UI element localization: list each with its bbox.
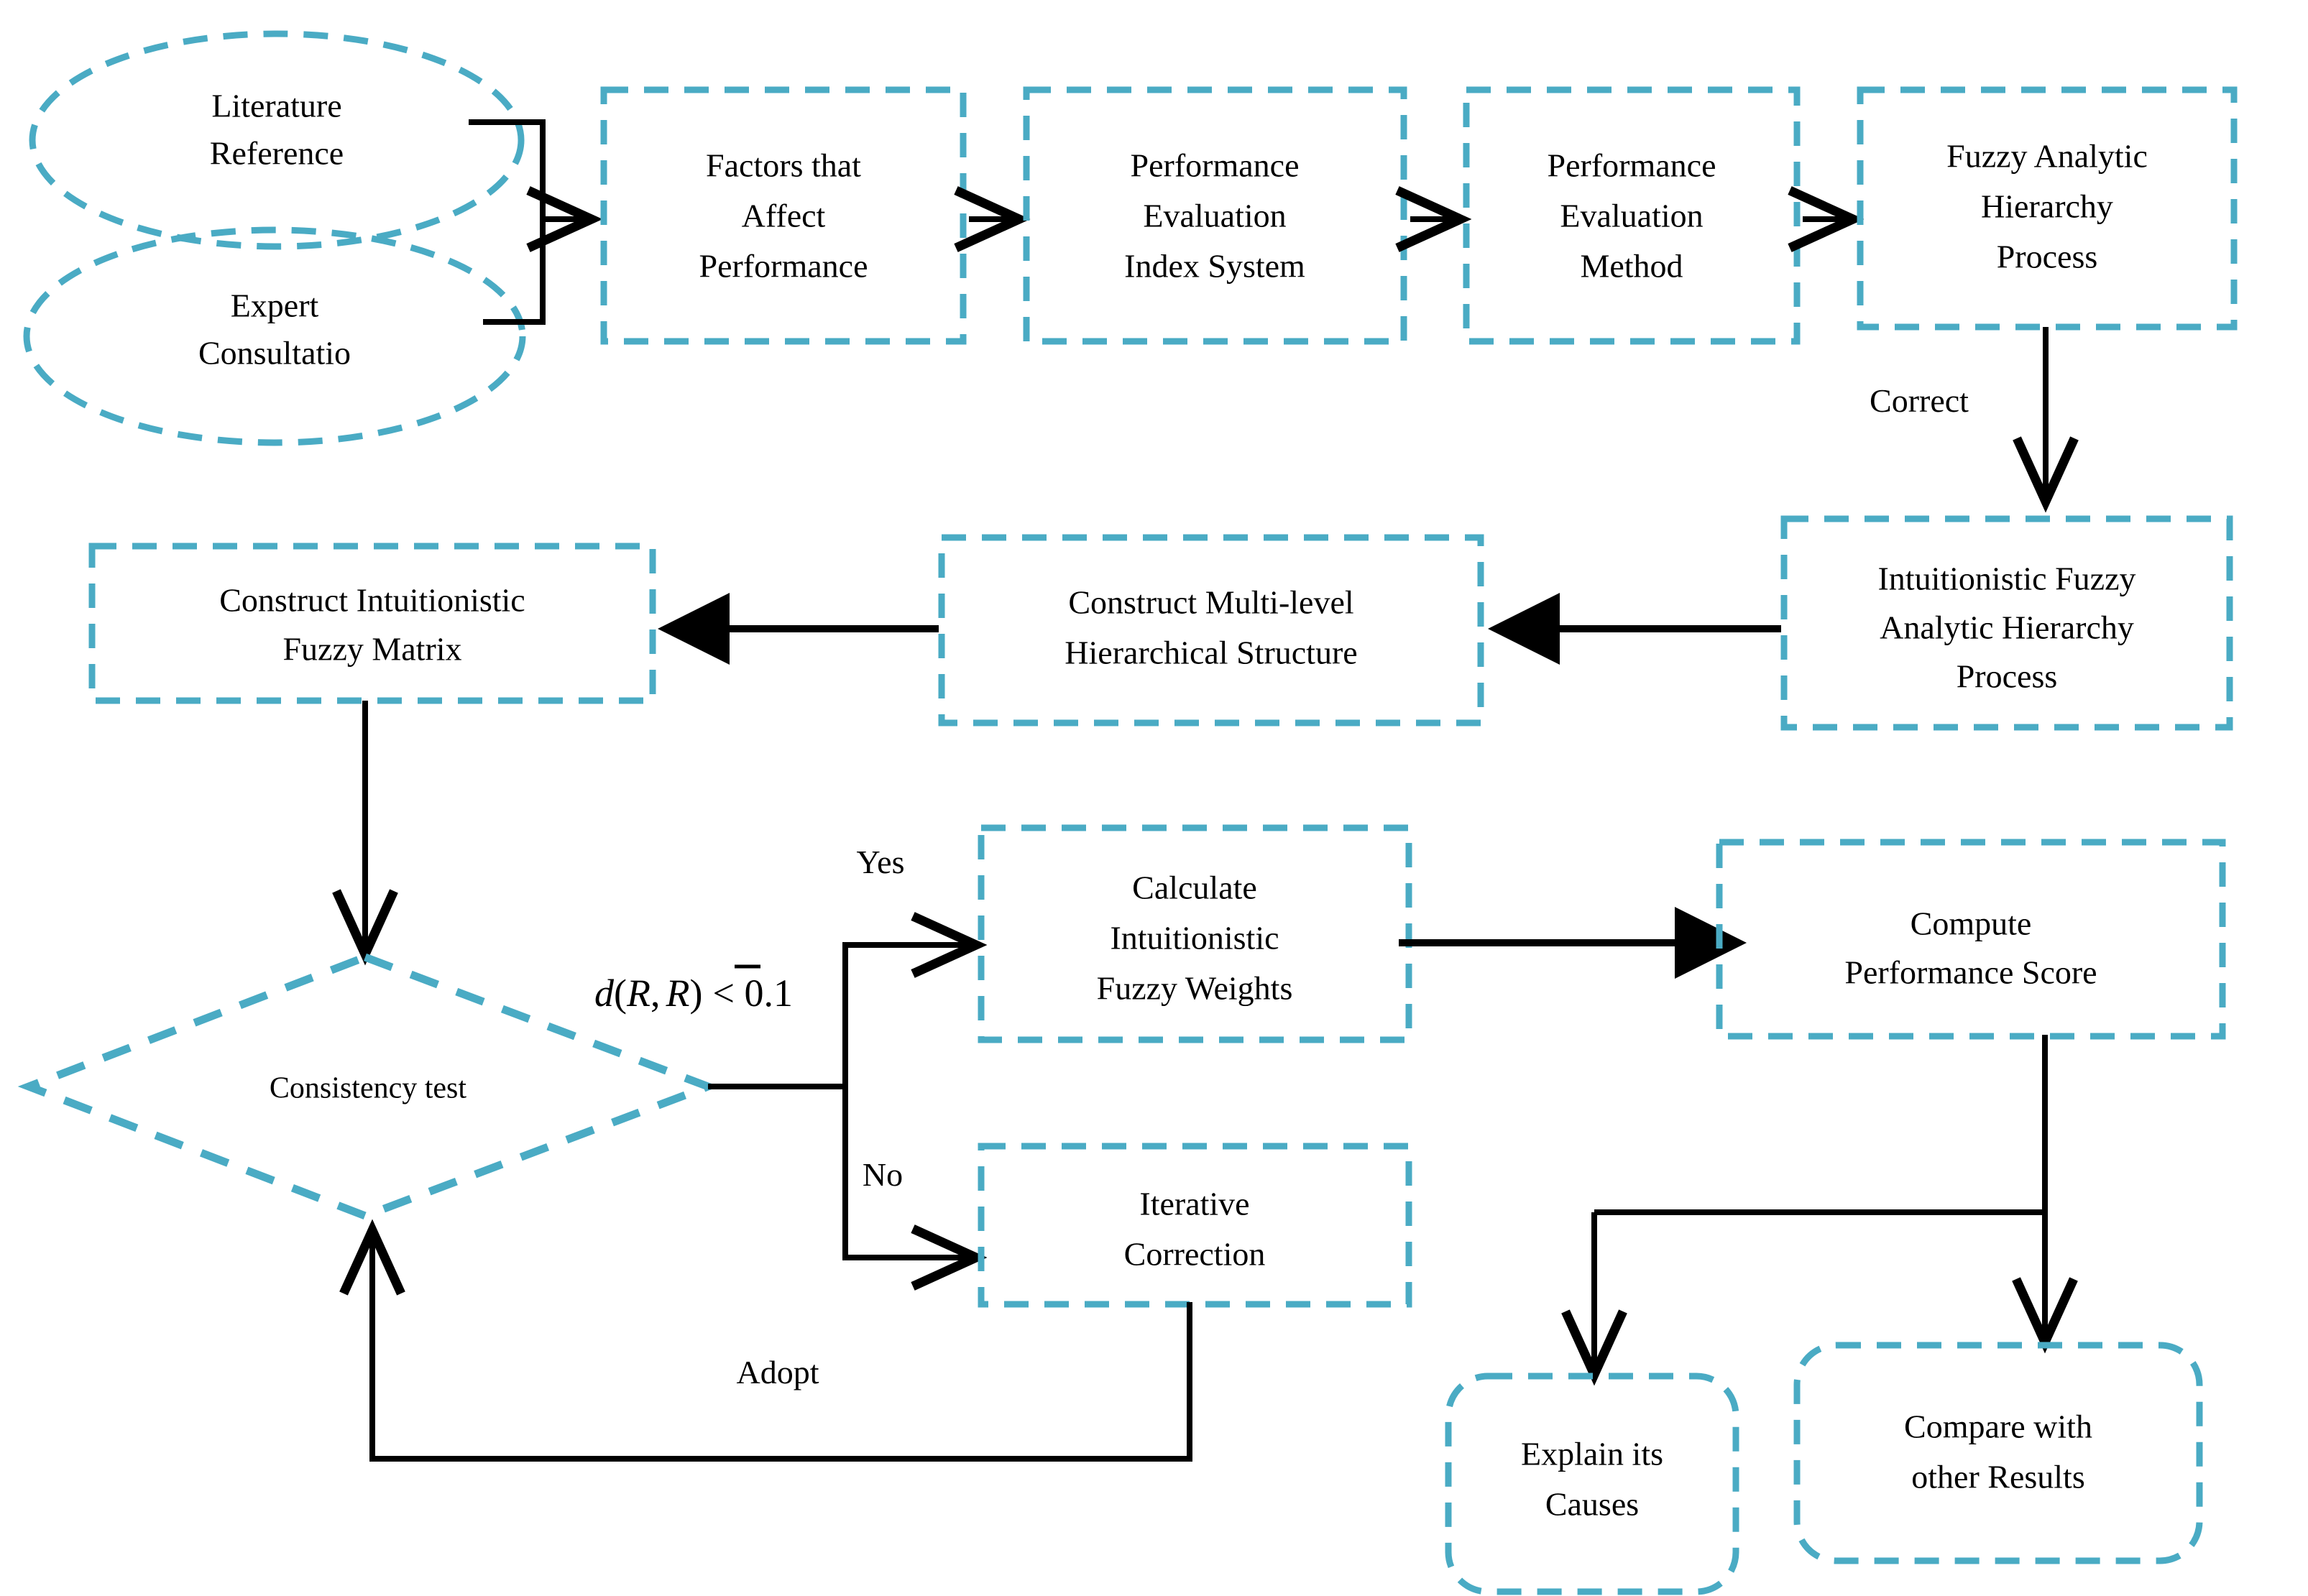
compare-results-label-line2: other Results [1911,1459,2084,1495]
ifahp-label-line2: Analytic Hierarchy [1880,609,2134,646]
node-expert-consultation[interactable]: Expert Consultatio [23,226,526,446]
consistency-test-label: Consistency test [270,1072,466,1105]
factors-affect-performance-label-line3: Performance [699,248,868,285]
matrix-label-line1: Construct Intuitionistic [219,582,525,619]
explain-causes-label-line1: Explain its [1521,1436,1663,1472]
ifahp-label-line3: Process [1957,658,2058,695]
weights-label-line2: Intuitionistic [1110,920,1279,956]
index-system-label-line1: Performance [1131,147,1300,184]
edge-score-to-outcomes [1561,1035,2078,1386]
edge-label-correct: Correct [1870,382,1969,419]
node-factors-affect-performance[interactable]: Factors that Affect Performance [600,86,967,345]
weights-label-line3: Fuzzy Weights [1097,970,1293,1007]
edge-label-yes: Yes [857,844,905,880]
node-construct-multilevel-structure[interactable]: Construct Multi-level Hierarchical Struc… [938,534,1484,726]
formula-r: R [666,972,690,1015]
expert-consultation-label-line1: Expert [231,287,319,324]
node-calculate-intuitionistic-fuzzy-weights[interactable]: Calculate Intuitionistic Fuzzy Weights [978,824,1412,1043]
node-compute-performance-score[interactable]: Compute Performance Score [1716,839,2226,1040]
formula-r-bar: R [626,972,650,1015]
iterative-correction-label-line2: Correction [1124,1236,1266,1273]
formula-close-paren: ) [690,972,703,1015]
evaluation-method-label-line1: Performance [1548,147,1716,184]
expert-consultation-label-line2: Consultatio [198,335,351,372]
node-explain-its-causes[interactable]: Explain its Causes [1445,1373,1739,1595]
evaluation-method-label-line2: Evaluation [1560,198,1703,234]
weights-label-line1: Calculate [1132,870,1257,906]
evaluation-method-label-line3: Method [1580,248,1683,285]
node-compare-with-other-results[interactable]: Compare with other Results [1793,1342,2203,1564]
node-iterative-correction[interactable]: Iterative Correction [978,1143,1412,1308]
node-fuzzy-analytic-hierarchy-process[interactable]: Fuzzy Analytic Hierarchy Process [1857,86,2238,331]
fahp-label-line2: Hierarchy [1981,188,2113,225]
formula-d: d [594,972,615,1015]
formula-comma: , [650,972,661,1015]
edge-sources-to-factors [469,119,603,325]
index-system-label-line3: Index System [1124,248,1305,285]
literature-reference-label-line2: Reference [210,135,344,172]
compare-results-label-line1: Compare with [1904,1408,2092,1445]
node-literature-reference[interactable]: Literature Reference [29,30,525,250]
edge-label-no: No [863,1156,903,1193]
score-label-line1: Compute [1911,905,2032,942]
factors-affect-performance-label-line2: Affect [742,198,826,234]
score-label-line2: Performance Score [1844,954,2097,991]
node-performance-evaluation-index-system[interactable]: Performance Evaluation Index System [1023,86,1407,345]
factors-affect-performance-label-line1: Factors that [706,147,861,184]
edge-adopt-feedback-loop [339,1219,1192,1462]
literature-reference-label-line1: Literature [211,88,341,124]
multilevel-label-line1: Construct Multi-level [1068,584,1353,621]
matrix-label-line2: Fuzzy Matrix [282,631,461,668]
edge-label-adopt: Adopt [737,1354,819,1390]
multilevel-label-line2: Hierarchical Structure [1065,635,1357,671]
iterative-correction-label-line1: Iterative [1139,1186,1249,1222]
node-construct-intuitionistic-fuzzy-matrix[interactable]: Construct Intuitionistic Fuzzy Matrix [88,543,656,704]
formula-open-paren: ( [614,972,627,1015]
consistency-condition-formula: d(R,R)< 0.1 [594,964,793,1015]
fahp-label-line3: Process [1997,239,2098,275]
explain-causes-label-line2: Causes [1545,1486,1639,1523]
fahp-label-line1: Fuzzy Analytic [1946,138,2148,175]
node-intuitionistic-fuzzy-ahp[interactable]: Intuitionistic Fuzzy Analytic Hierarchy … [1780,515,2233,731]
svg-text:d(R,R)< 0.1: d(R,R)< 0.1 [594,972,793,1015]
edge-consistency-branch [708,912,988,1291]
formula-operator: < 0.1 [713,972,793,1015]
ifahp-label-line1: Intuitionistic Fuzzy [1877,561,2135,597]
index-system-label-line2: Evaluation [1143,198,1286,234]
node-consistency-test[interactable]: Consistency test [17,953,719,1220]
node-performance-evaluation-method[interactable]: Performance Evaluation Method [1463,86,1801,345]
